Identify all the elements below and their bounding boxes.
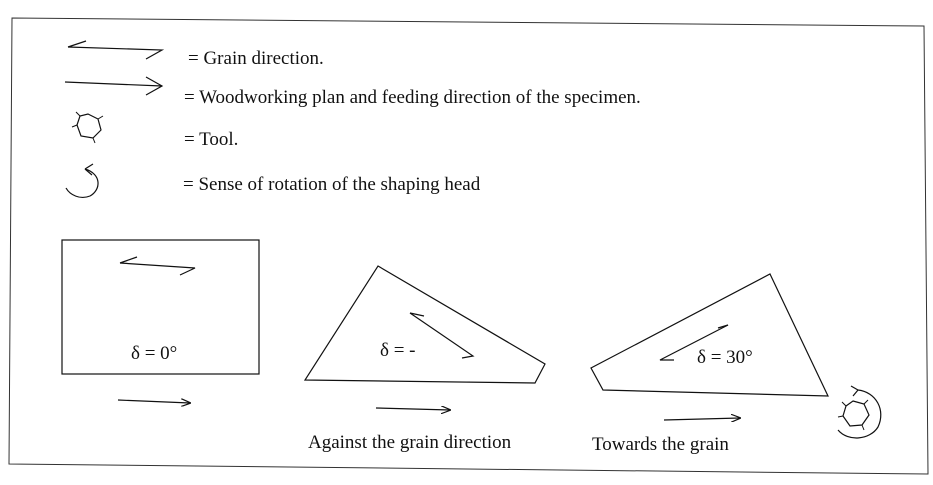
grain-arrow-specimen-1	[119, 256, 196, 276]
specimen-triangle-against	[303, 265, 546, 384]
grain-arrow-specimen-3	[659, 324, 729, 361]
tool-icon	[71, 111, 104, 144]
legend-feed-direction-text: = Woodworking plan and feeding direction…	[184, 87, 641, 108]
legend-rotation-text: = Sense of rotation of the shaping head	[183, 174, 481, 195]
specimen-rectangle	[61, 239, 260, 375]
outer-frame	[8, 17, 929, 475]
angle-label-specimen-2: δ = -	[380, 340, 416, 361]
grain-arrow-specimen-2	[409, 312, 475, 359]
caption-specimen-2: Against the grain direction	[308, 432, 512, 453]
legend-grain-direction-text: = Grain direction.	[188, 48, 324, 69]
shaping-head-tool-icon	[837, 385, 882, 439]
caption-specimen-3: Towards the grain	[592, 434, 729, 455]
feed-arrow-specimen-3	[663, 418, 740, 420]
rotation-arrow-icon	[65, 163, 99, 199]
feed-direction-arrow-icon	[64, 76, 164, 96]
feed-arrow-specimen-1	[117, 400, 190, 403]
legend-tool-text: = Tool.	[184, 129, 239, 150]
angle-label-specimen-1: δ = 0°	[131, 343, 178, 364]
feed-arrow-specimen-2	[375, 408, 450, 410]
grain-direction-arrow-icon	[67, 40, 165, 60]
specimen-triangle-towards	[590, 273, 829, 397]
angle-label-specimen-3: δ = 30°	[697, 347, 753, 368]
